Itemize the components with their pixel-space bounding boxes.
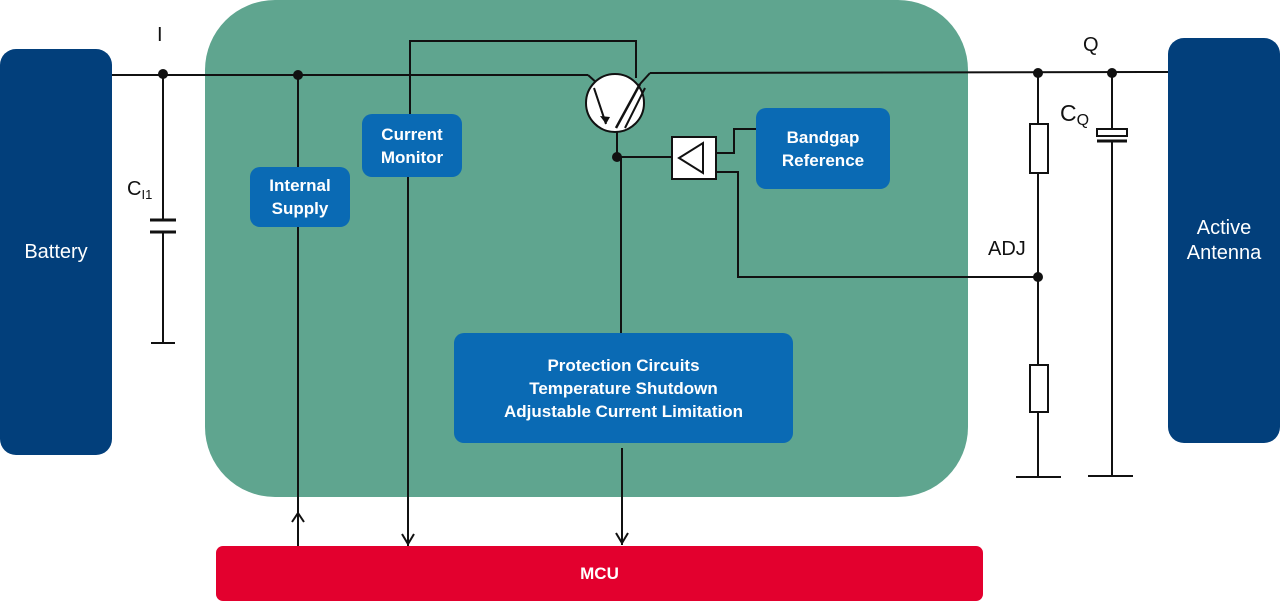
junction-dot <box>1033 272 1043 282</box>
resistor-icon <box>1029 123 1049 174</box>
internal-supply-block: Internal Supply <box>250 167 350 227</box>
internal-supply-line-1: Internal <box>269 176 331 195</box>
bandgap-reference-block: Bandgap Reference <box>756 108 890 189</box>
error-amplifier-icon <box>671 136 717 180</box>
antenna-label-line-2: Antenna <box>1186 241 1262 264</box>
pass-transistor-icon <box>585 73 646 133</box>
input-pin-label: I <box>157 24 163 46</box>
mcu-label: MCU <box>580 563 619 583</box>
junction-dot <box>293 70 303 80</box>
battery-label: Battery <box>24 240 88 263</box>
junction-dot <box>1033 68 1043 78</box>
bandgap-line-2: Reference <box>781 150 865 170</box>
capacitor-icon <box>150 218 176 234</box>
protection-circuits-block: Protection Circuits Temperature Shutdown… <box>454 333 793 443</box>
bandgap-line-1: Bandgap <box>786 127 860 147</box>
current-monitor-wire <box>409 40 637 114</box>
output-rail-wire <box>639 72 651 85</box>
adj-pin-label: ADJ <box>988 238 1026 260</box>
current-monitor-block: Current Monitor <box>362 114 462 177</box>
resistor-icon <box>1029 364 1049 413</box>
output-capacitor-label: CQ <box>1060 100 1090 129</box>
current-monitor-line-2: Monitor <box>380 147 444 167</box>
adj-feedback-wire <box>716 171 1038 278</box>
antenna-label-line-1: Active <box>1196 216 1252 239</box>
protection-line-3: Adjustable Current Limitation <box>504 401 743 421</box>
junction-dot <box>612 152 622 162</box>
output-pin-label: Q <box>1083 34 1099 56</box>
active-antenna-block: Active Antenna <box>1168 38 1280 443</box>
mcu-block: MCU <box>216 546 983 601</box>
input-capacitor-label: CI1 <box>127 178 153 202</box>
junction-dot <box>158 69 168 79</box>
bandgap-wire <box>716 128 756 154</box>
protection-line-1: Protection Circuits <box>547 355 700 375</box>
protection-line-2: Temperature Shutdown <box>529 378 718 398</box>
current-monitor-line-1: Current <box>381 124 443 144</box>
battery-block: Battery <box>0 49 112 455</box>
internal-supply-line-2: Supply <box>271 199 329 218</box>
junction-dot <box>1107 68 1117 78</box>
polarized-capacitor-icon <box>1096 128 1128 143</box>
